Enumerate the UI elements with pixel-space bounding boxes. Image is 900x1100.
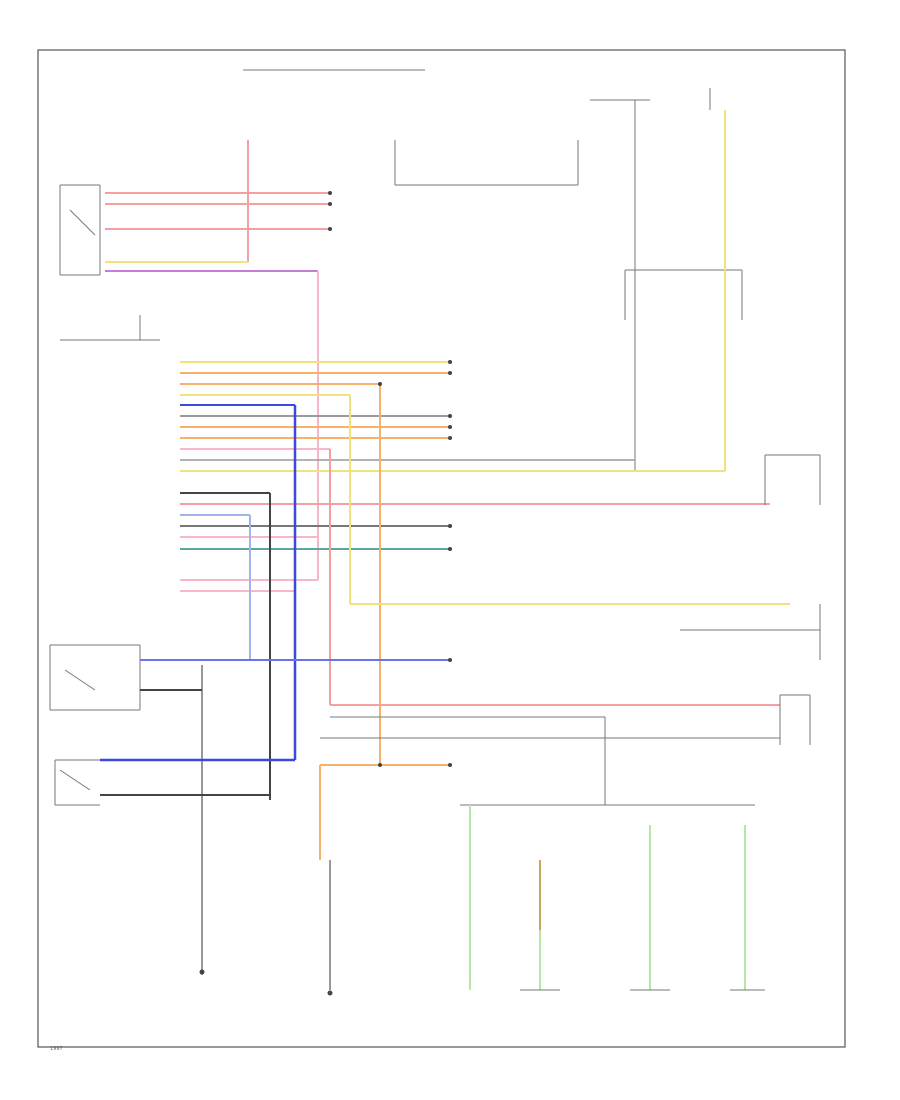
ground-left — [199, 969, 205, 975]
lower-loads — [329, 804, 765, 991]
ground-symbols — [199, 969, 333, 996]
main-harness-wires — [180, 361, 770, 592]
connector-dots — [328, 191, 452, 767]
right-side-loads — [320, 454, 821, 805]
top-fuse-connectors — [243, 69, 743, 470]
left-switch-box — [59, 184, 160, 341]
vertical-runs — [201, 110, 726, 975]
switch-red-wires — [105, 140, 330, 580]
left-middle-switches — [49, 644, 450, 860]
ground-center — [327, 990, 333, 996]
diagram-frame — [37, 49, 846, 1048]
lower-left-label: 1997 — [50, 1046, 63, 1052]
